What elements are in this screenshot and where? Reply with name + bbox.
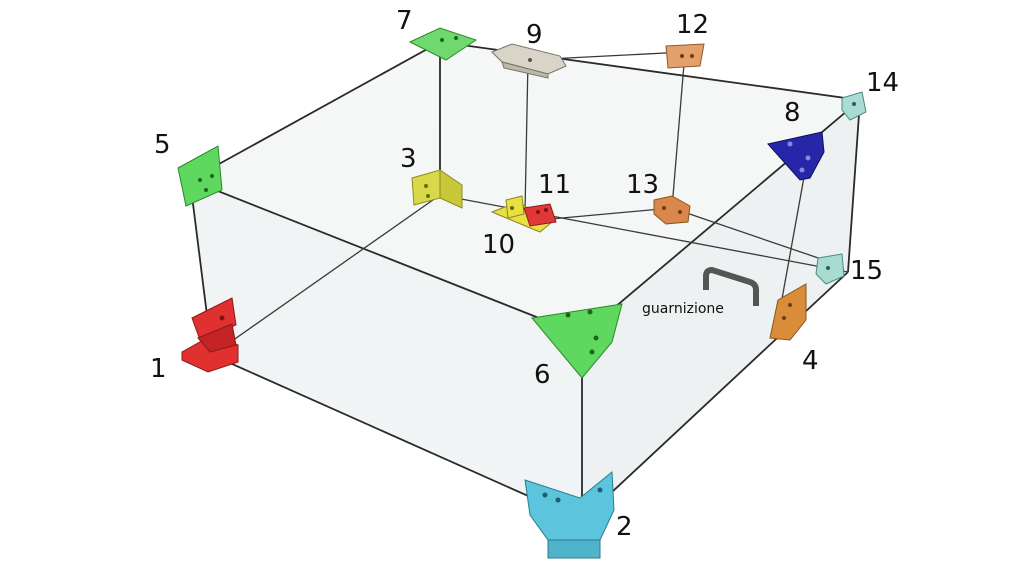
bracket-14 (841, 91, 867, 121)
bracket-6 (531, 303, 623, 379)
label-12: 12 (676, 10, 710, 40)
label-8: 8 (784, 98, 801, 128)
bracket-5 (177, 145, 223, 207)
edge (671, 51, 686, 209)
glass-panels (190, 42, 860, 520)
edge (524, 59, 529, 213)
edge (211, 354, 583, 521)
edge (779, 154, 809, 311)
label-10: 10 (482, 230, 516, 260)
label-1: 1 (150, 354, 167, 384)
bracket-1 (181, 297, 239, 373)
bracket-11 (523, 203, 557, 227)
label-7: 7 (396, 6, 413, 36)
bracket-8 (767, 131, 825, 181)
label-2: 2 (616, 512, 633, 542)
bracket-7 (408, 27, 478, 61)
label-11: 11 (538, 170, 572, 200)
edge (671, 207, 831, 263)
label-3: 3 (400, 144, 417, 174)
edge (211, 194, 441, 356)
bracket-12 (665, 43, 705, 69)
glass-front-left (190, 180, 582, 520)
label-4: 4 (802, 346, 819, 376)
glass-front-right (582, 100, 860, 520)
edge (189, 179, 583, 336)
label-9: 9 (526, 20, 543, 50)
bracket-4 (769, 283, 807, 341)
bracket-13 (653, 195, 691, 225)
bracket-3 (411, 169, 463, 209)
interior-edges (211, 51, 849, 356)
edge (189, 41, 441, 181)
label-6: 6 (534, 360, 551, 390)
bracket-9 (491, 43, 567, 79)
edge (847, 99, 861, 273)
handle-guarnizione (703, 266, 759, 306)
label-15: 15 (850, 256, 884, 286)
label-13: 13 (626, 170, 660, 200)
bracket-15 (815, 253, 845, 285)
annotation-guarnizione: guarnizione (642, 301, 724, 317)
edge (539, 207, 673, 221)
label-5: 5 (154, 130, 171, 160)
bracket-2 (524, 470, 615, 559)
label-14: 14 (866, 68, 900, 98)
